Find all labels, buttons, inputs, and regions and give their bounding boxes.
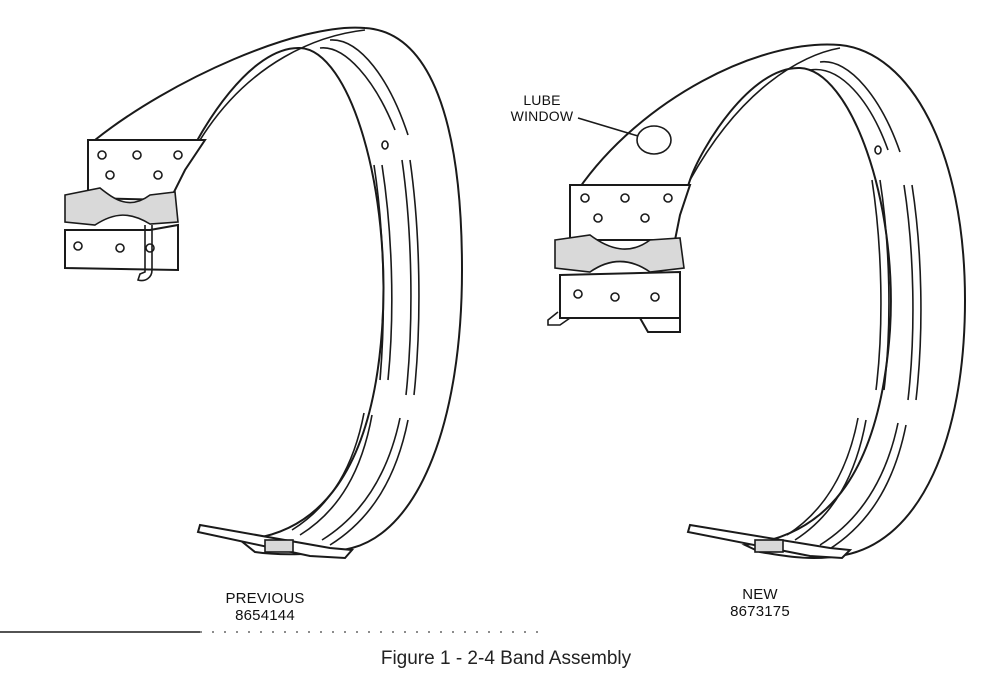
new-rivet — [573, 289, 583, 299]
lube-window-hole — [636, 125, 672, 155]
new-slot-4b — [786, 417, 859, 536]
previous-slot-2 — [381, 164, 393, 381]
previous-slot-5 — [329, 419, 409, 546]
previous-bottom-tab — [264, 539, 294, 553]
new-rivet — [610, 292, 620, 302]
previous-band-part-number: 8654144 — [235, 607, 295, 624]
new-bottom-tab — [754, 539, 784, 553]
previous-slot-5b — [321, 417, 401, 541]
previous-slot-3b — [401, 159, 412, 396]
new-rivet — [593, 213, 603, 223]
new-small-hole — [874, 145, 882, 155]
new-band-label: NEW 8673175 — [700, 586, 820, 620]
new-band-part-number: 8673175 — [730, 603, 790, 620]
figure-caption: Figure 1 - 2-4 Band Assembly — [380, 648, 632, 669]
new-slot-5b — [819, 422, 899, 546]
previous-slot-1b — [329, 39, 409, 136]
new-band-title: NEW — [742, 586, 778, 603]
new-slot-5 — [827, 424, 907, 551]
new-right-tab — [638, 317, 681, 333]
previous-band — [64, 26, 464, 560]
new-rivet — [663, 193, 673, 203]
new-rivet — [580, 193, 590, 203]
previous-hook — [136, 225, 153, 282]
previous-rivet — [153, 170, 163, 180]
new-band-inner-edge — [689, 47, 841, 181]
new-rivet — [650, 292, 660, 302]
previous-apply-bracket — [64, 187, 179, 226]
previous-rivet — [73, 241, 83, 251]
new-slot-1b — [819, 61, 901, 153]
lube-window-label: LUBE WINDOW — [498, 92, 586, 124]
previous-band-body — [93, 26, 464, 556]
lube-window-leader-line — [577, 117, 639, 137]
previous-slot-1 — [319, 47, 396, 131]
previous-rivet — [173, 150, 183, 160]
new-band — [547, 43, 967, 560]
new-slot-2 — [879, 179, 890, 391]
new-slot-1 — [809, 68, 889, 151]
previous-slot-4 — [299, 414, 373, 536]
new-apply-bracket — [554, 234, 685, 273]
previous-slot-3 — [409, 159, 420, 396]
previous-rivet — [132, 150, 142, 160]
previous-small-hole — [381, 140, 389, 150]
new-band-body — [576, 43, 967, 560]
previous-slot-4b — [291, 412, 365, 531]
previous-band-inner-edge — [199, 29, 366, 141]
previous-band-title: PREVIOUS — [225, 590, 305, 607]
new-slot-3 — [911, 184, 922, 401]
previous-rivet — [115, 243, 125, 253]
new-slot-2b — [871, 179, 882, 391]
new-slot-3b — [903, 184, 914, 401]
previous-bracket-plate — [87, 139, 207, 202]
previous-band-label: PREVIOUS 8654144 — [195, 590, 335, 624]
new-rivet — [620, 193, 630, 203]
new-slot-4 — [794, 419, 867, 541]
previous-rivet — [105, 170, 115, 180]
previous-slot-2b — [373, 164, 385, 381]
new-rivet — [640, 213, 650, 223]
previous-rivet — [97, 150, 107, 160]
new-left-tab — [547, 311, 571, 326]
lube-window-label-line1: LUBE — [523, 92, 561, 108]
new-bracket-plate — [569, 184, 692, 241]
lube-window-label-line2: WINDOW — [510, 108, 574, 124]
